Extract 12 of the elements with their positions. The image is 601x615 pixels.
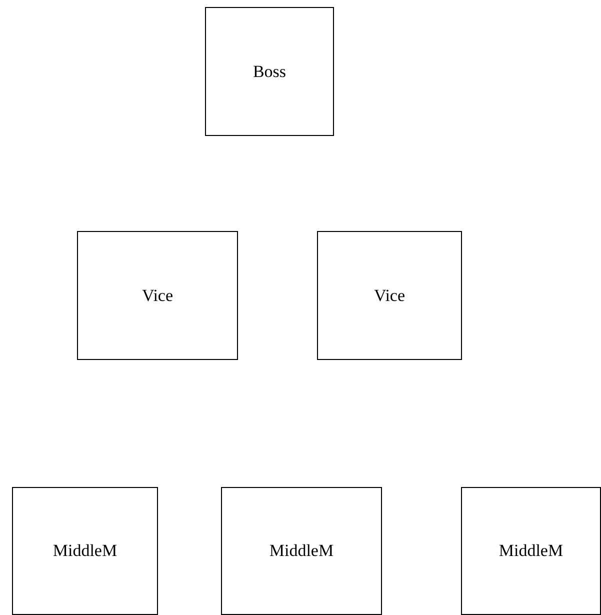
org-box	[12, 487, 158, 615]
org-box	[205, 7, 334, 136]
org-box	[317, 231, 462, 360]
box-label: MiddleM	[269, 540, 334, 562]
box-label: Vice	[142, 284, 174, 307]
box-label: Boss	[252, 60, 286, 83]
org-box	[461, 487, 601, 615]
box-label: MiddleM	[52, 540, 118, 562]
box-label: MiddleM	[498, 540, 564, 562]
box-label: Vice	[374, 284, 406, 307]
org-box	[77, 231, 238, 360]
org-box	[221, 487, 382, 615]
